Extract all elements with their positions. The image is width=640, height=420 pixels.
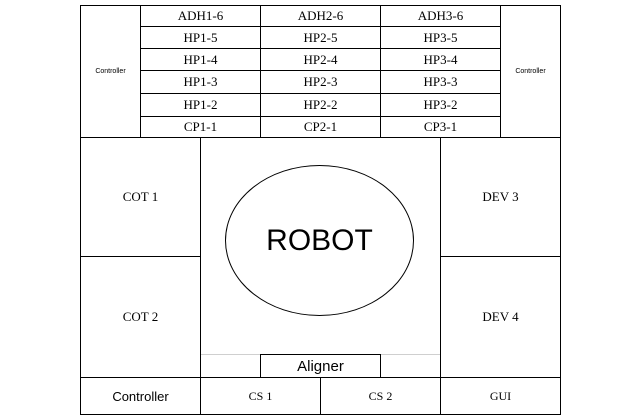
unit-cell: HP1-2	[140, 93, 261, 117]
cs-2: CS 2	[320, 377, 441, 415]
station-dev-4: DEV 4	[440, 256, 561, 378]
station-cot-1: COT 1	[80, 137, 201, 257]
unit-cell: HP3-3	[380, 70, 501, 94]
cs-1: CS 1	[200, 377, 321, 415]
unit-cell: HP1-4	[140, 48, 261, 71]
unit-cell: HP2-2	[260, 93, 381, 117]
unit-cell: HP1-5	[140, 26, 261, 49]
robot: ROBOT	[225, 165, 414, 316]
bottom-controller: Controller	[80, 377, 201, 415]
unit-cell: CP3-1	[380, 116, 501, 138]
unit-cell: ADH2-6	[260, 5, 381, 27]
top-left-controller: Controller	[80, 5, 141, 138]
unit-cell: HP3-2	[380, 93, 501, 117]
unit-cell: CP1-1	[140, 116, 261, 138]
unit-cell: CP2-1	[260, 116, 381, 138]
aligner: Aligner	[260, 354, 381, 378]
unit-cell: HP1-3	[140, 70, 261, 94]
unit-cell: HP3-4	[380, 48, 501, 71]
unit-cell: HP2-3	[260, 70, 381, 94]
unit-cell: HP2-5	[260, 26, 381, 49]
unit-cell: ADH1-6	[140, 5, 261, 27]
unit-cell: HP2-4	[260, 48, 381, 71]
unit-cell: HP3-5	[380, 26, 501, 49]
station-dev-3: DEV 3	[440, 137, 561, 257]
station-cot-2: COT 2	[80, 256, 201, 378]
gui: GUI	[440, 377, 561, 415]
unit-cell: ADH3-6	[380, 5, 501, 27]
top-right-controller: Controller	[500, 5, 561, 138]
